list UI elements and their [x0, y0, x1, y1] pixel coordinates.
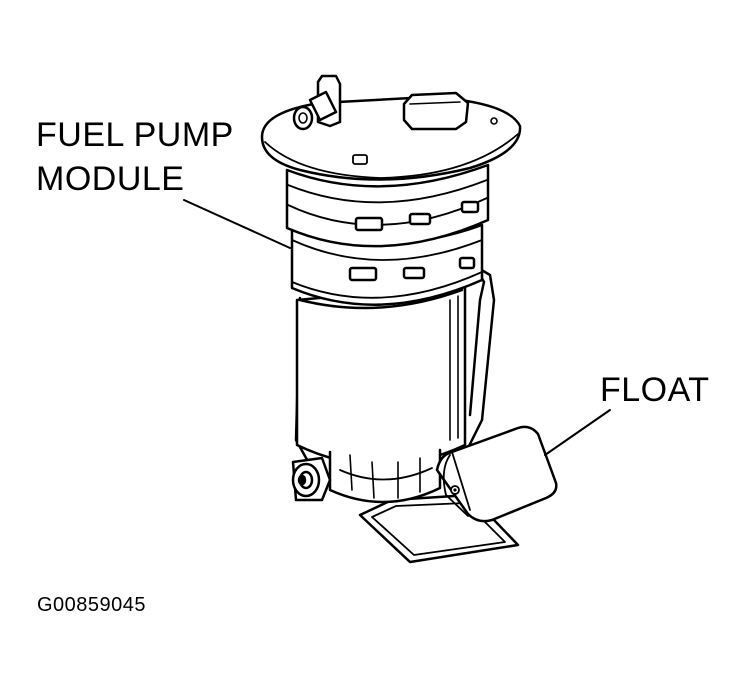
figure-code: G00859045 — [37, 594, 147, 616]
leader-lines — [183, 199, 611, 456]
bottom-cap — [328, 448, 442, 504]
leader-line-pump — [183, 199, 291, 249]
leader-line-float — [544, 409, 611, 456]
mount-grommet — [291, 456, 332, 502]
upper-ring — [285, 163, 490, 248]
float-label: FLOAT — [600, 371, 710, 409]
fuel-pump-module-label-line2: MODULE — [36, 160, 185, 198]
module-body — [295, 283, 467, 467]
fuel-pump-module-label-line1: FUEL PUMP — [36, 116, 234, 154]
outlet-pipe — [292, 74, 342, 131]
connector — [402, 91, 470, 131]
float-icon — [435, 425, 558, 523]
